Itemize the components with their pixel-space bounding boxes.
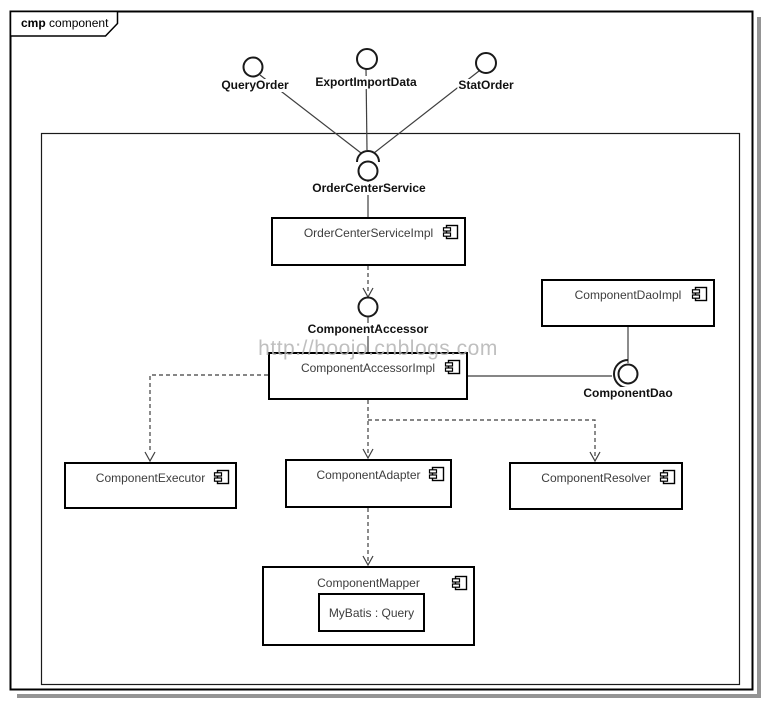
component-label: ComponentAdapter bbox=[316, 468, 421, 482]
ball-componentdao bbox=[617, 363, 639, 385]
component-icon bbox=[442, 224, 459, 240]
component-label: ComponentExecutor bbox=[95, 471, 206, 485]
component-label: ComponentDaoImpl bbox=[574, 288, 682, 302]
dependency-to-executor bbox=[149, 374, 268, 453]
component-label: ComponentMapper bbox=[317, 576, 420, 590]
component-ordercenterserviceimpl: OrderCenterServiceImpl bbox=[271, 217, 466, 266]
frame-shadow-bottom bbox=[17, 694, 761, 698]
dependency-to-resolver bbox=[368, 419, 596, 457]
component-label: OrderCenterServiceImpl bbox=[303, 226, 434, 240]
component-icon bbox=[428, 466, 445, 482]
component-componentdaoimpl: ComponentDaoImpl bbox=[541, 279, 715, 327]
ball-componentaccessor bbox=[357, 296, 379, 318]
interface-label-statorder: StatOrder bbox=[457, 78, 515, 92]
interface-label-queryorder: QueryOrder bbox=[220, 78, 290, 92]
component-icon bbox=[213, 469, 230, 485]
interface-label-exportimportdata: ExportImportData bbox=[314, 75, 418, 89]
component-label: ComponentAccessorImpl bbox=[300, 361, 436, 375]
frame-tab-keyword: cmp bbox=[21, 16, 46, 30]
artifact-label: MyBatis : Query bbox=[328, 605, 415, 620]
component-icon bbox=[451, 575, 468, 591]
arrowhead bbox=[362, 448, 374, 460]
component-componentmapper: ComponentMapper MyBatis : Query bbox=[262, 566, 475, 646]
ball-ordercenterservice bbox=[357, 160, 379, 182]
component-boundary bbox=[40, 132, 741, 686]
interface-label-componentdao: ComponentDao bbox=[582, 386, 674, 400]
frame-tab-name: component bbox=[49, 16, 109, 30]
arrowhead bbox=[589, 451, 601, 463]
socket-componentdao bbox=[613, 359, 629, 389]
component-componentexecutor: ComponentExecutor bbox=[64, 462, 237, 509]
socket-ordercenterservice bbox=[356, 150, 380, 163]
interface-circle-exportimportdata bbox=[356, 48, 378, 70]
component-icon bbox=[659, 469, 676, 485]
component-icon bbox=[691, 286, 708, 302]
frame-tab-label: cmp component bbox=[21, 16, 108, 30]
frame-shadow-right bbox=[757, 17, 761, 698]
component-label: ComponentResolver bbox=[541, 471, 651, 485]
component-componentaccessorimpl: ComponentAccessorImpl bbox=[268, 352, 468, 400]
frame-tab bbox=[9, 10, 119, 37]
component-icon bbox=[444, 359, 461, 375]
interface-label-ordercenterservice: OrderCenterService bbox=[311, 181, 427, 195]
arrowhead bbox=[144, 451, 156, 463]
component-componentadapter: ComponentAdapter bbox=[285, 459, 452, 508]
arrowhead bbox=[362, 555, 374, 567]
interface-circle-queryorder bbox=[242, 56, 264, 78]
interface-label-componentaccessor: ComponentAccessor bbox=[306, 322, 430, 336]
interface-circle-statorder bbox=[475, 52, 497, 74]
artifact-mybatis-query: MyBatis : Query bbox=[318, 593, 425, 632]
component-componentresolver: ComponentResolver bbox=[509, 462, 683, 510]
